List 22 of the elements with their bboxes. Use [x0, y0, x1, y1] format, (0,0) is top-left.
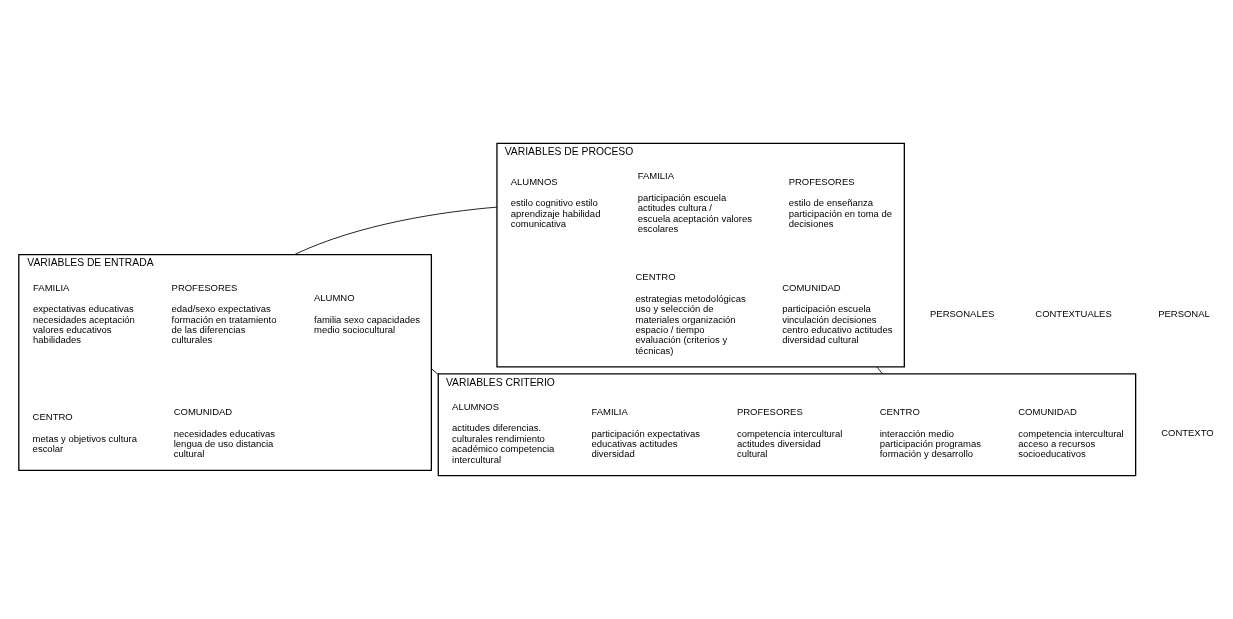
- node-text: CENTRO interacción medio participación programas formación y desarrollo: [879, 406, 981, 460]
- node-text: COMUNIDAD necesidades educativas lengua de uso distancia cultural: [173, 406, 275, 460]
- node-text: ALUMNO familia sexo capacidades medio sociocultural: [313, 292, 420, 336]
- connector: [876, 366, 883, 375]
- node-text: COMUNIDAD competencia intercultural acceso a recursos socioeducativos: [1018, 406, 1124, 460]
- node-text: PROFESORES competencia intercultural actitudes diversidad cultural: [736, 406, 843, 460]
- node-text: FAMILIA participación escuela actitudes cultura / escuela aceptación valores escolares: [637, 170, 753, 235]
- node-text: FAMILIA expectativas educativas necesidades aceptación valores educativos habilidades: [33, 281, 135, 346]
- node-text: PROFESORES edad/sexo expectativas formación en tratamiento de las diferencias culturales: [171, 281, 277, 346]
- connector: [293, 206, 498, 256]
- label: CONTEXTUALES: [1035, 308, 1112, 320]
- label: PERSONAL: [1158, 308, 1210, 320]
- label: PERSONALES: [930, 308, 995, 320]
- node-text: FAMILIA participación expectativas educativas actitudes diversidad: [591, 406, 701, 460]
- label: CONTEXTO: [1161, 427, 1214, 439]
- node-text: ALUMNOS actitudes diferencias. culturales rendimiento académico competencia intercultural: [452, 400, 555, 465]
- node-text: CENTRO metas y objetivos cultura escolar: [32, 411, 137, 455]
- node-text: PROFESORES estilo de enseñanza participación en toma de decisiones: [788, 175, 893, 229]
- node-text: COMUNIDAD participación escuela vinculación decisiones centro educativo actitudes diversidad cultural: [782, 281, 893, 346]
- node-text: ALUMNOS estilo cognitivo estilo aprendizaje habilidad comunicativa: [510, 175, 601, 229]
- node-text: CENTRO estrategias metodológicas uso y selección de materiales organización espacio / tiempo evaluación (criterios y técnicas): [635, 271, 746, 356]
- connector: [430, 368, 439, 375]
